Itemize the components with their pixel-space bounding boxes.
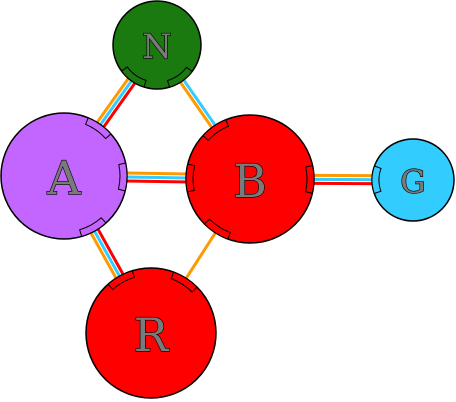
link-port — [120, 66, 147, 88]
node-label-B: B — [233, 154, 267, 208]
labels-layer: N A B G R — [46, 26, 427, 362]
node-label-G: G — [400, 163, 426, 201]
link-port — [202, 119, 230, 142]
link-port — [170, 271, 198, 293]
node-R — [85, 267, 217, 399]
node-label-N: N — [142, 27, 172, 67]
link-port — [79, 217, 107, 238]
node-label-A: A — [46, 151, 81, 205]
link-port — [117, 162, 128, 192]
link-port — [185, 163, 196, 193]
link-port — [304, 164, 315, 194]
node-label-R: R — [134, 308, 170, 362]
link-port — [203, 218, 231, 240]
link-port — [166, 66, 193, 88]
link-port — [371, 165, 382, 195]
node-N — [112, 0, 202, 90]
link-port — [84, 117, 112, 140]
link-port — [107, 270, 136, 291]
ports-layer — [79, 66, 382, 293]
